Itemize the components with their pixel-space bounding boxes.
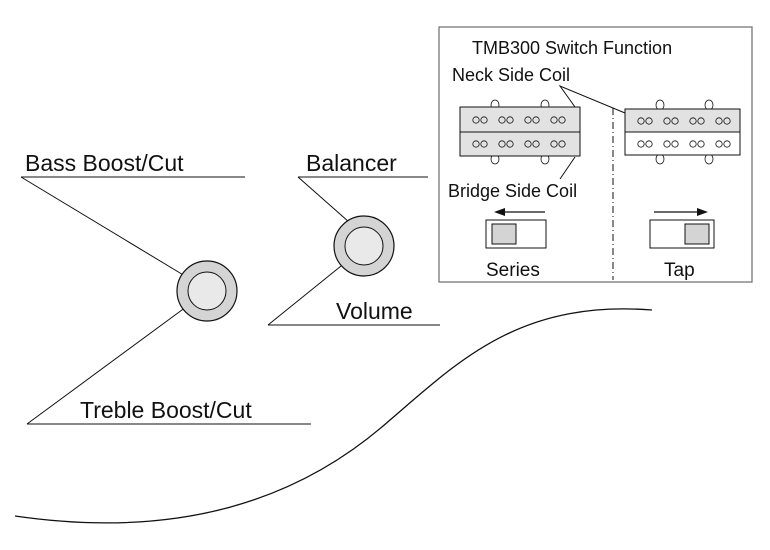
- volume-leader: [267, 261, 347, 326]
- tap-label: Tap: [664, 260, 695, 281]
- series-pickup: [459, 99, 581, 165]
- body-edge-curve: [14, 308, 653, 524]
- bass-label: Bass Boost/Cut: [25, 150, 184, 176]
- balancer-label: Balancer: [306, 150, 397, 176]
- treble-leader: [26, 306, 187, 425]
- tone-knob: [176, 260, 238, 322]
- balancer-volume-knob: [333, 215, 395, 277]
- series-switch: [485, 208, 547, 249]
- switch-box-title: TMB300 Switch Function: [472, 38, 672, 58]
- tap-switch: [649, 208, 715, 249]
- treble-label: Treble Boost/Cut: [80, 397, 252, 423]
- balancer-leader: [297, 176, 350, 223]
- series-label: Series: [486, 260, 540, 281]
- bridge-coil-label: Bridge Side Coil: [448, 181, 577, 201]
- switch-function-box: TMB300 Switch Function Neck Side Coil Br…: [438, 26, 753, 283]
- bridge-coil-pointer: [559, 156, 576, 180]
- volume-label: Volume: [336, 298, 413, 324]
- tap-pickup: [624, 99, 741, 165]
- bass-leader: [20, 176, 186, 277]
- neck-coil-label: Neck Side Coil: [452, 65, 570, 85]
- neck-coil-pointer: [558, 84, 626, 114]
